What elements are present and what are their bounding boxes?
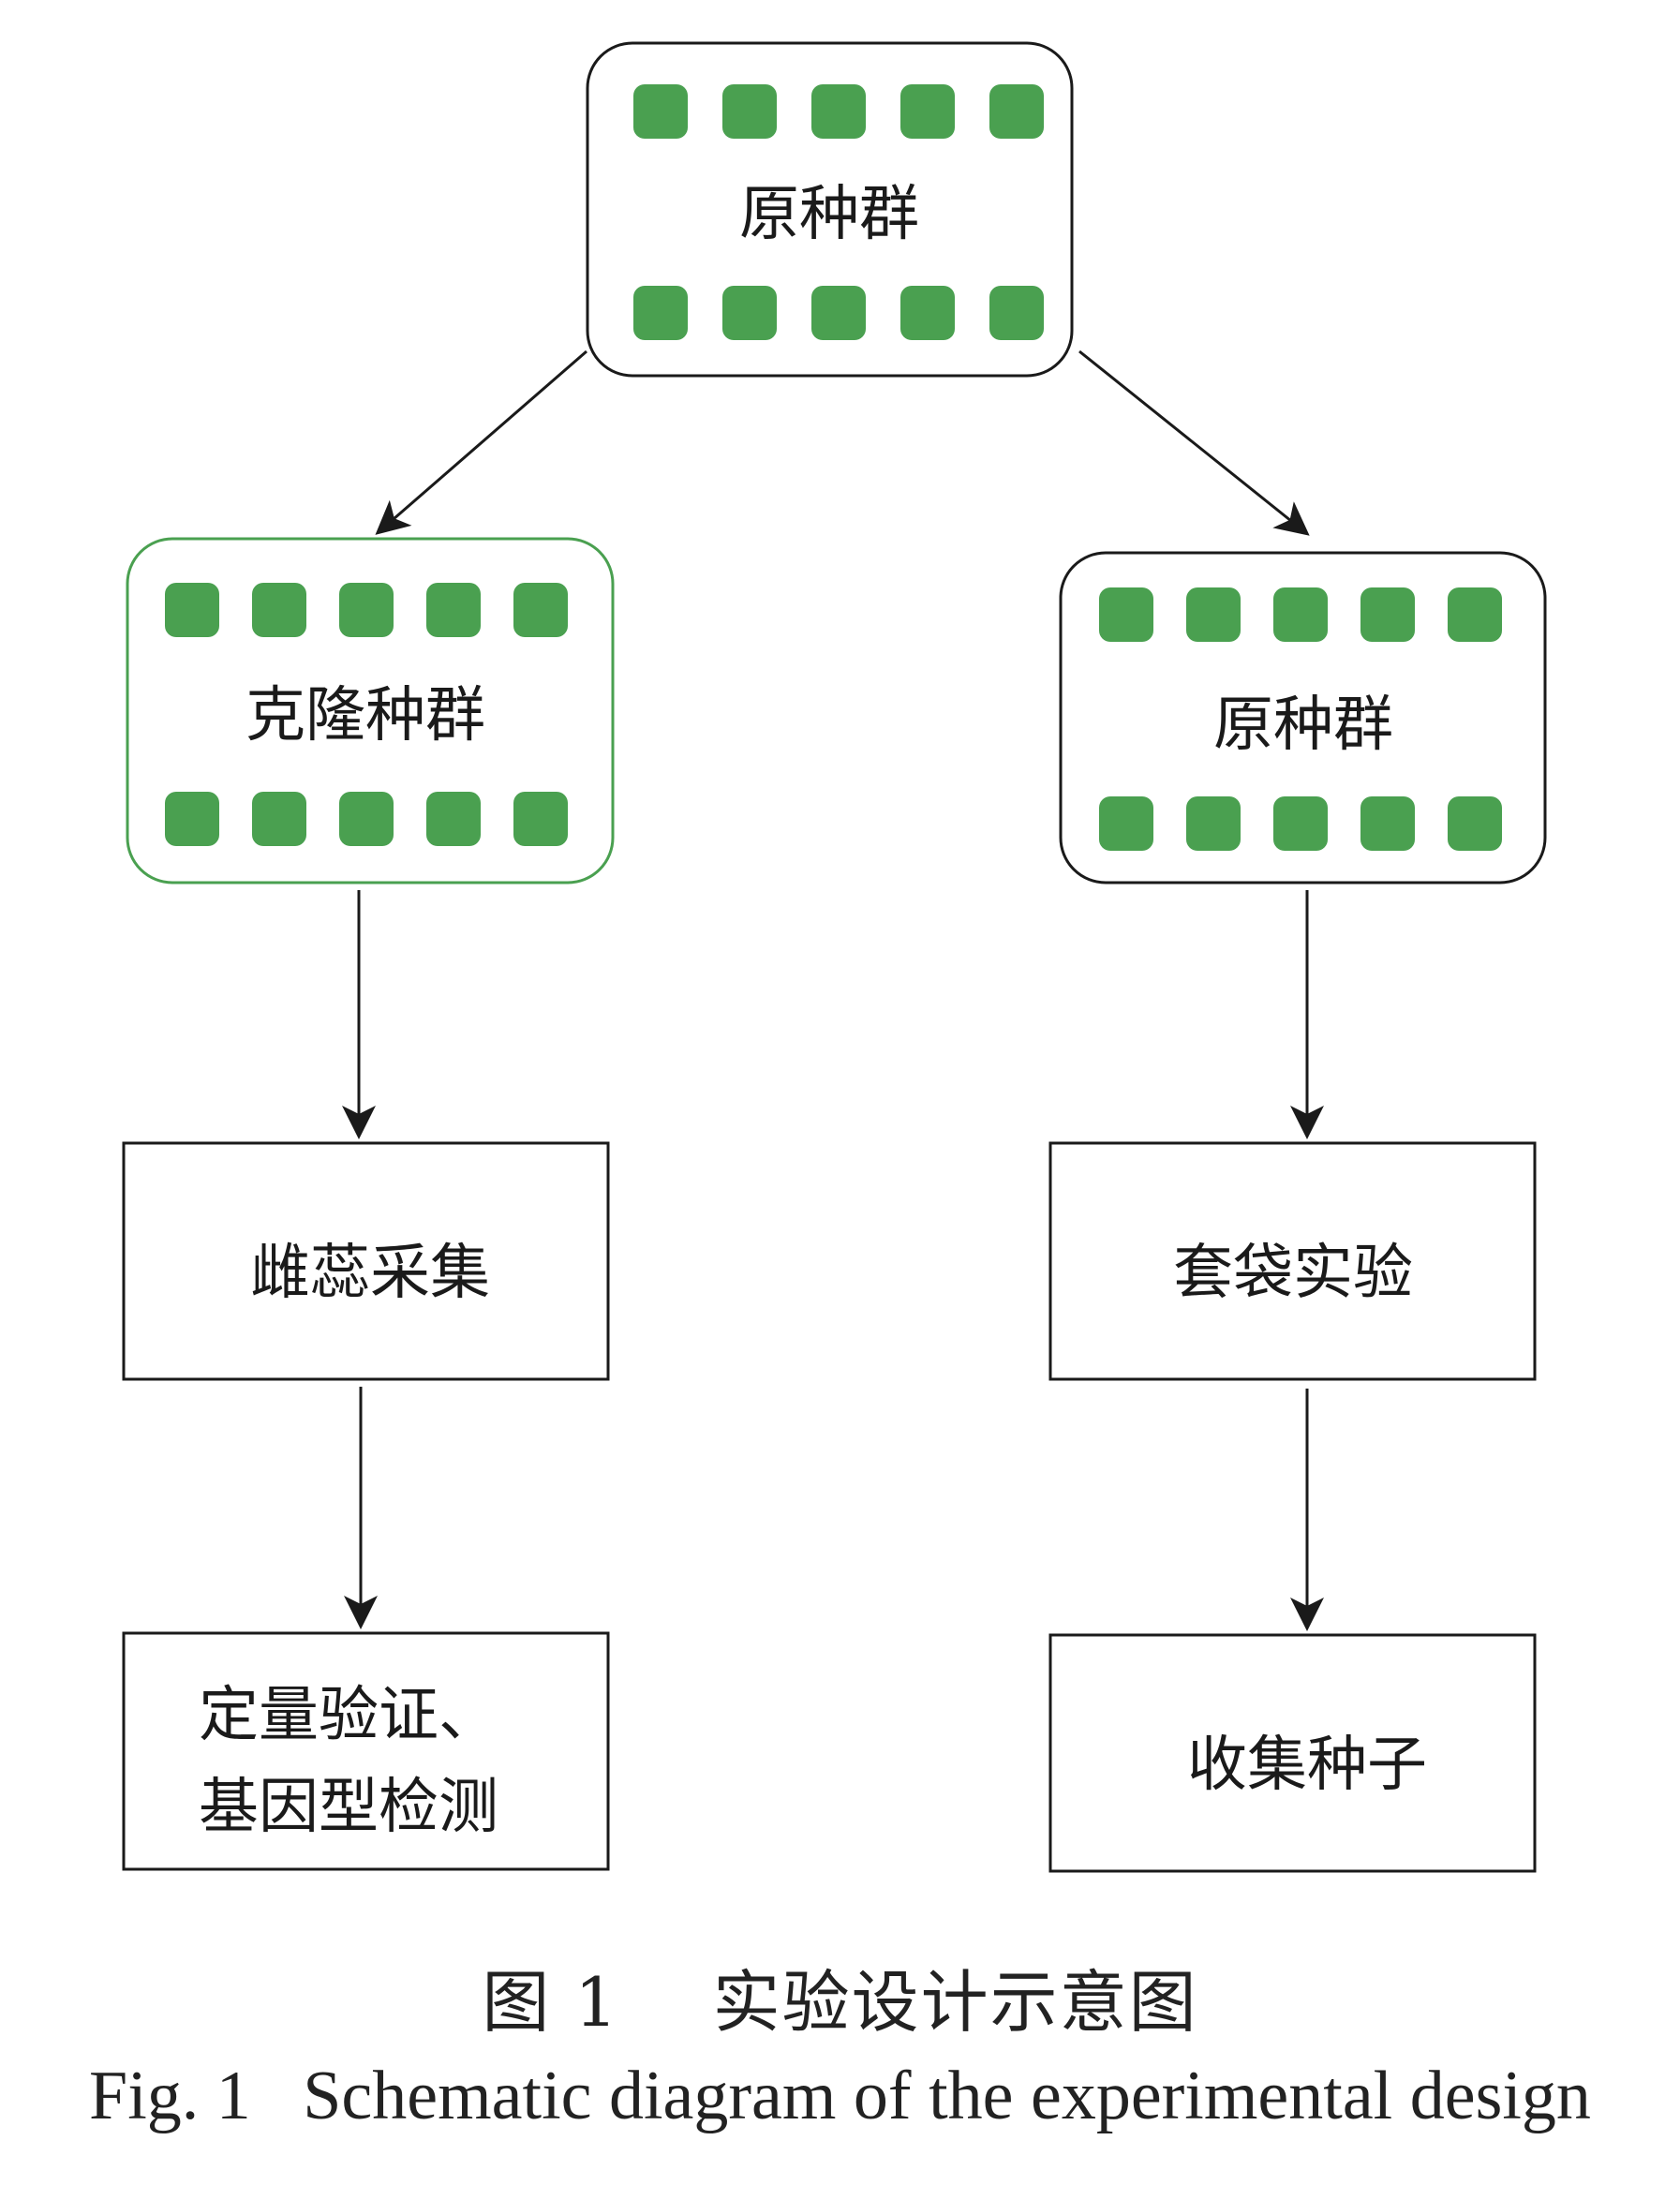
- figure-caption-english: Fig. 1 Schematic diagram of the experime…: [89, 2058, 1591, 2134]
- population-square: [513, 583, 568, 637]
- node-top-label: 原种群: [739, 180, 919, 249]
- arrows: [342, 349, 1324, 1631]
- node-right-population: 原种群: [1059, 551, 1547, 884]
- population-square: [989, 84, 1044, 139]
- node-clone-label: 克隆种群: [245, 681, 485, 751]
- population-square: [811, 84, 866, 139]
- population-square: [426, 792, 481, 846]
- population-square: [900, 84, 955, 139]
- population-square: [1448, 587, 1502, 642]
- population-square: [165, 583, 219, 637]
- node-pistil-collection: 雌蕊采集: [122, 1141, 610, 1381]
- node-seed-collection: 收集种子: [1048, 1633, 1537, 1873]
- node-seed-collection-label: 收集种子: [1187, 1731, 1427, 1800]
- population-square: [1273, 587, 1328, 642]
- population-squares-top-row: [1099, 587, 1502, 642]
- population-square: [1273, 796, 1328, 851]
- arrow-top-to-right: [1078, 349, 1310, 536]
- population-squares-bottom-row: [165, 792, 568, 846]
- node-pistil-collection-label: 雌蕊采集: [250, 1239, 490, 1308]
- population-squares-top-row: [165, 583, 568, 637]
- population-square: [722, 84, 777, 139]
- population-square: [1360, 796, 1415, 851]
- population-square: [1360, 587, 1415, 642]
- population-square: [722, 286, 777, 340]
- node-top-population: 原种群: [586, 41, 1074, 378]
- node-quantification-genotyping: 定量验证、 基因型检测: [122, 1631, 610, 1871]
- node-quantification-line1: 定量验证、: [199, 1681, 498, 1750]
- node-bagging-label: 套袋实验: [1173, 1239, 1413, 1308]
- population-square: [426, 583, 481, 637]
- population-square: [1448, 796, 1502, 851]
- node-clone-population: 克隆种群: [126, 537, 615, 884]
- population-square: [339, 792, 394, 846]
- population-square: [252, 583, 306, 637]
- population-square: [1099, 796, 1153, 851]
- population-square: [165, 792, 219, 846]
- population-square: [989, 286, 1044, 340]
- population-square: [633, 84, 688, 139]
- node-right-label: 原种群: [1213, 691, 1393, 760]
- node-bagging-experiment: 套袋实验: [1048, 1141, 1537, 1381]
- population-square: [339, 583, 394, 637]
- node-quantification-line2: 基因型检测: [199, 1773, 498, 1842]
- figure-caption-chinese: 图 1 实验设计示意图: [482, 1963, 1198, 2042]
- population-squares-bottom-row: [1099, 796, 1502, 851]
- population-square: [1186, 587, 1241, 642]
- population-square: [1186, 796, 1241, 851]
- population-square: [513, 792, 568, 846]
- population-square: [1099, 587, 1153, 642]
- population-square: [811, 286, 866, 340]
- population-square: [252, 792, 306, 846]
- population-square: [900, 286, 955, 340]
- population-squares-bottom-row: [633, 286, 1044, 340]
- population-squares-top-row: [633, 84, 1044, 139]
- arrow-top-to-clone: [375, 349, 587, 535]
- population-square: [633, 286, 688, 340]
